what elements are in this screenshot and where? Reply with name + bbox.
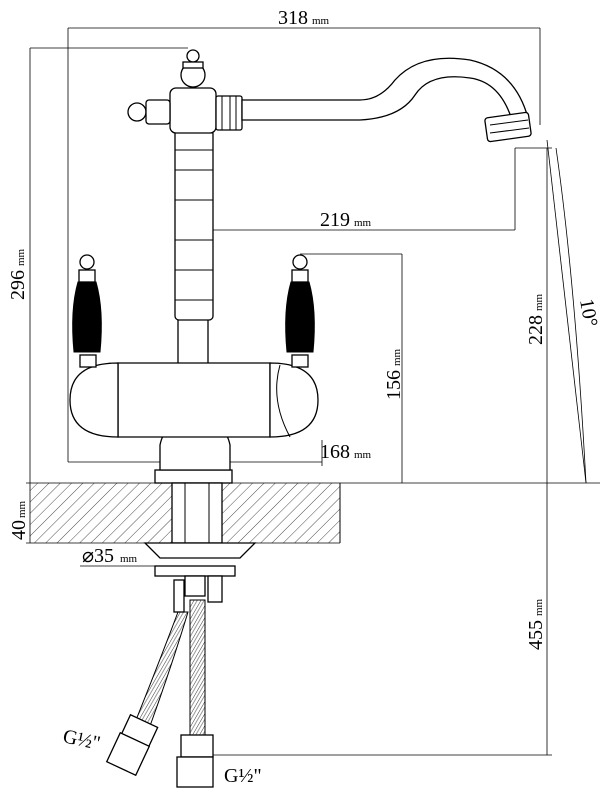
dimension-labels: 318 mm 219 mm 168 mm 296 mm 228 mm 156 m… [7,7,602,787]
spout-height-unit: mm [533,293,545,311]
hose-length-unit: mm [533,598,545,616]
handle-height-unit: mm [391,348,403,366]
right-handle [285,281,315,353]
angle-label: 10° [575,297,602,328]
overall-width-unit: mm [312,15,330,27]
right-connection-label: G½" [224,765,262,787]
hose-length-label: 455 [525,620,547,650]
spout-height-label: 228 [525,315,547,345]
handle-spacing-label: 168 [320,441,350,463]
under-counter-assembly [105,482,257,788]
handle-height-label: 156 [383,370,405,400]
deck-thickness-unit: mm [16,500,28,518]
countertop-section [30,483,341,543]
deck-thickness-label: 40 [8,520,30,540]
overall-width-label: 318 [278,7,308,29]
spout-reach-label: 219 [320,209,350,231]
overall-height-label: 296 [7,270,29,300]
hole-diameter-label: ⌀35 [82,545,114,567]
hole-diameter-unit: mm [120,553,138,565]
left-handle [72,281,102,353]
overall-height-unit: mm [15,248,27,266]
left-connection-label: G½" [61,725,102,754]
faucet-body [69,49,532,484]
handle-spacing-unit: mm [354,449,372,461]
spout-reach-unit: mm [354,217,372,229]
